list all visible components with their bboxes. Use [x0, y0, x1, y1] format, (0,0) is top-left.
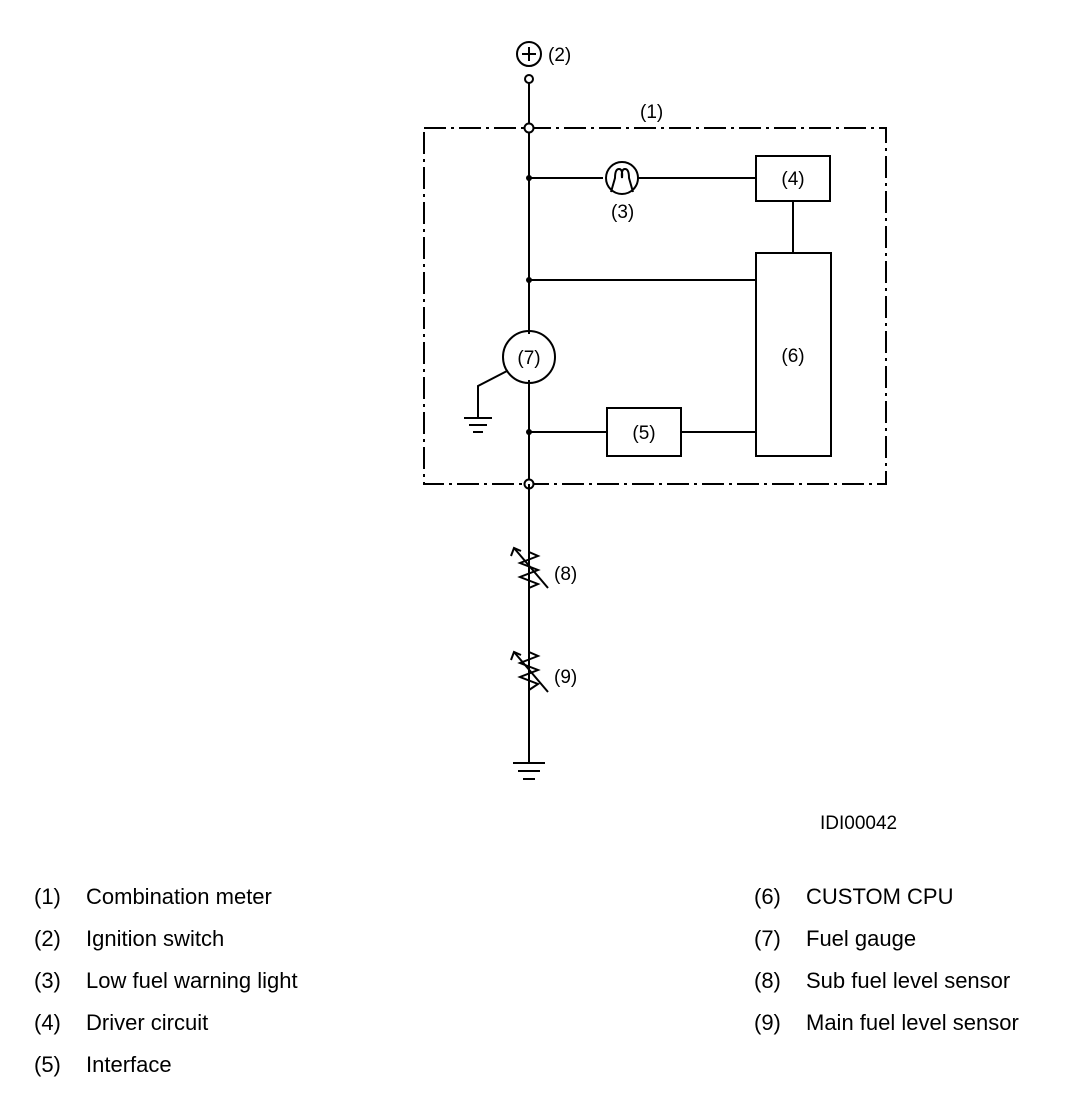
legend-number: (2): [34, 926, 61, 951]
legend-number: (9): [754, 1010, 781, 1035]
legend-text: CUSTOM CPU: [806, 884, 954, 909]
legend-text: Sub fuel level sensor: [806, 968, 1011, 993]
figure-id: IDI00042: [820, 813, 897, 834]
legend-text: Driver circuit: [86, 1010, 209, 1035]
ground-icon: [464, 417, 492, 433]
legend-text: Interface: [86, 1052, 172, 1077]
label-sub-sensor: (8): [554, 564, 577, 585]
label-combination-meter: (1): [640, 102, 663, 123]
legend-text: Combination meter: [86, 884, 272, 909]
label-interface: (5): [632, 423, 655, 444]
custom-cpu-box: [755, 252, 832, 457]
warning-light-symbol: [605, 161, 639, 195]
legend-number: (6): [754, 884, 781, 909]
legend-text: Low fuel warning light: [86, 968, 298, 993]
legend-number: (5): [34, 1052, 61, 1077]
main-sensor-symbol: [510, 650, 549, 762]
label-cpu: (6): [781, 346, 804, 367]
legend-text: Main fuel level sensor: [806, 1010, 1019, 1035]
terminal-top: [523, 122, 535, 134]
ground-icon: [513, 762, 545, 780]
label-main-sensor: (9): [554, 667, 577, 688]
label-driver-circuit: (4): [781, 169, 804, 190]
circuit-diagram: (2) (1) (3) (4) (6) (7) (5) (8) (9) IDI0…: [423, 41, 897, 834]
sub-sensor-symbol: [510, 484, 549, 652]
legend-number: (4): [34, 1010, 61, 1035]
legend-number: (3): [34, 968, 61, 993]
label-fuel-gauge: (7): [517, 348, 540, 369]
legend-number: (1): [34, 884, 61, 909]
gauge-ground-lead: [477, 370, 508, 417]
fuel-gauge-symbol: [502, 330, 556, 384]
label-ignition-switch: (2): [548, 45, 571, 66]
label-warning-light: (3): [611, 202, 634, 223]
legend-text: Ignition switch: [86, 926, 225, 951]
combination-meter-boundary: [423, 127, 887, 485]
legend-number: (8): [754, 968, 781, 993]
ignition-switch-symbol: [516, 41, 542, 84]
legend-text: Fuel gauge: [806, 926, 917, 951]
legend-number: (7): [754, 926, 781, 951]
